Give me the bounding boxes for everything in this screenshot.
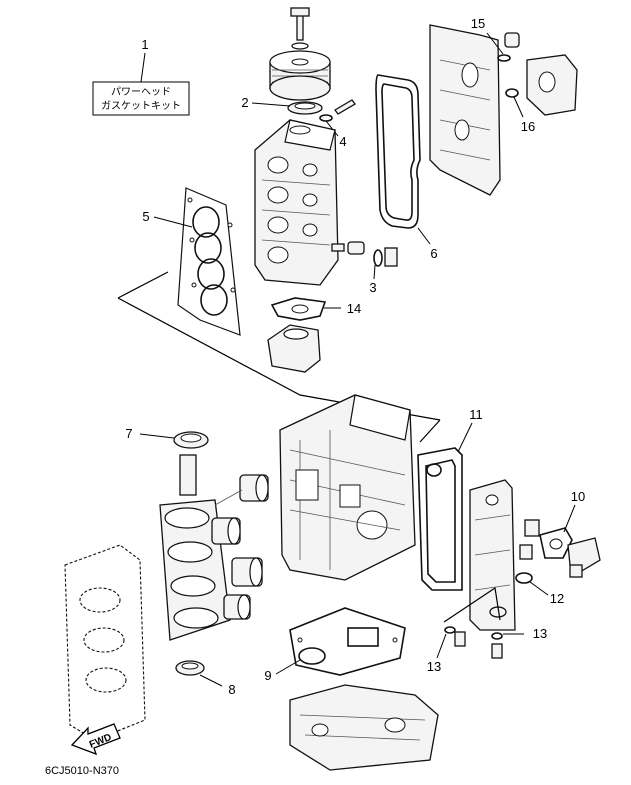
callout-7: 7 (125, 426, 132, 441)
part-code: 6CJ5010-N370 (45, 765, 119, 777)
leader-7 (139, 433, 175, 439)
crankshaft-assembly (159, 454, 269, 641)
piston-3 (231, 557, 263, 587)
oil-seal-7 (173, 431, 209, 449)
water-housing (267, 324, 321, 373)
o-ring-12 (515, 572, 533, 584)
callout-2: 2 (241, 95, 248, 110)
oil-seal-2 (287, 101, 323, 115)
callout-13b: 13 (533, 626, 547, 641)
cylinder-block (279, 394, 416, 581)
gasket-14 (270, 297, 327, 321)
leader-8 (199, 674, 223, 687)
thermostat-parts-3 (331, 241, 398, 267)
side-cover (469, 479, 540, 631)
fwd-arrow: FWD (70, 723, 121, 756)
leader-15 (486, 32, 504, 55)
callout-11: 11 (469, 407, 483, 422)
leader-5 (153, 216, 193, 228)
gasket-kit-label: パワーヘッド ガスケットキット (92, 81, 190, 116)
leader-2 (251, 102, 291, 107)
piston-2 (211, 517, 241, 545)
reference-block-dashed (64, 544, 146, 741)
callout-10: 10 (571, 489, 585, 504)
head-gasket-5 (177, 187, 241, 336)
cover-10 (539, 527, 601, 578)
leader-1 (140, 52, 146, 83)
kit-label-line2: ガスケットキット (101, 100, 181, 112)
cam-pulley (269, 7, 331, 101)
callout-6: 6 (430, 246, 437, 261)
callout-16: 16 (521, 119, 535, 134)
cover-gasket-6 (375, 74, 421, 229)
leader-3 (373, 264, 376, 280)
callout-9: 9 (264, 668, 271, 683)
callout-14: 14 (347, 301, 361, 316)
top-right-cover (429, 24, 501, 196)
callout-8: 8 (228, 682, 235, 697)
plug-and-gaskets-13 (444, 626, 503, 659)
leader-12 (529, 581, 549, 596)
leader-16 (513, 96, 524, 118)
leader-10 (563, 504, 576, 533)
leader-13a (436, 633, 447, 659)
bolt-4 (319, 99, 356, 122)
oil-seal-8 (175, 660, 205, 676)
piston-1 (214, 474, 269, 506)
callout-4: 4 (339, 134, 346, 149)
callout-12: 12 (550, 591, 564, 606)
leader-4 (325, 120, 339, 137)
group-bracket-lower (443, 586, 501, 623)
cylinder-head (254, 119, 339, 286)
leader-6 (417, 227, 431, 245)
leader-9 (275, 659, 301, 675)
leader-11 (457, 422, 473, 453)
fuel-pump-parts (497, 32, 578, 116)
kit-label-line1: パワーヘッド (111, 86, 171, 98)
callout-1: 1 (141, 37, 148, 52)
piston-4 (223, 594, 251, 620)
exhaust-guide (289, 684, 439, 771)
oil-pan-gasket-9 (289, 607, 406, 676)
callout-3: 3 (369, 280, 376, 295)
callout-13a: 13 (427, 659, 441, 674)
callout-5: 5 (142, 209, 149, 224)
exhaust-gasket-11 (417, 447, 463, 591)
callout-15: 15 (471, 16, 485, 31)
